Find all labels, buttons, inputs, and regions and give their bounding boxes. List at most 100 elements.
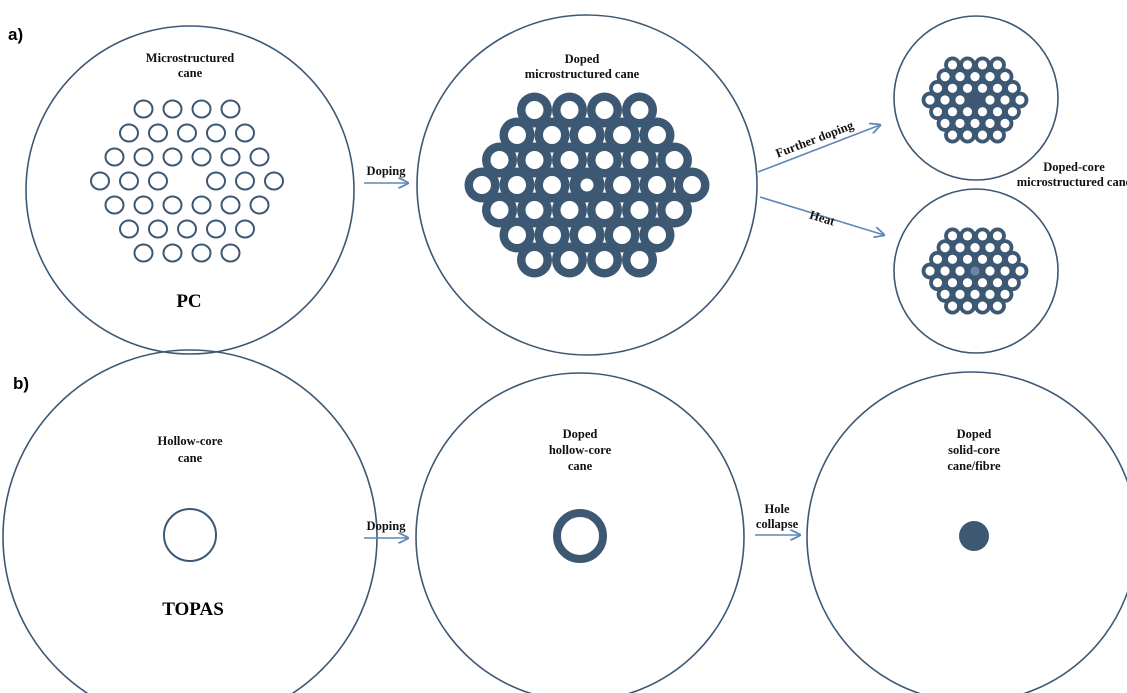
b-cane2-caption-line2: hollow-core xyxy=(549,443,612,457)
air-hole xyxy=(1000,118,1010,128)
cane1-caption-line2: cane xyxy=(178,66,203,80)
b-cane3-caption-line3: cane/fibre xyxy=(947,459,1001,473)
air-hole xyxy=(1007,107,1018,117)
air-hole xyxy=(1015,95,1025,105)
air-hole xyxy=(932,278,943,288)
air-hole xyxy=(595,201,614,219)
air-hole xyxy=(177,219,197,239)
air-hole xyxy=(947,278,958,288)
air-hole xyxy=(992,107,1003,117)
panel-b-label: b) xyxy=(13,374,29,393)
hollow-core-hole xyxy=(580,178,594,192)
air-hole xyxy=(947,83,958,93)
air-hole xyxy=(162,99,183,119)
air-hole xyxy=(992,83,1003,93)
b-cane2-caption-line1: Doped xyxy=(563,427,598,441)
air-hole xyxy=(630,201,649,219)
air-hole xyxy=(683,176,701,194)
air-hole xyxy=(1015,266,1025,276)
air-hole xyxy=(977,254,988,264)
air-hole xyxy=(235,171,255,191)
air-hole xyxy=(162,195,183,215)
air-hole xyxy=(508,176,526,194)
air-hole xyxy=(148,171,168,191)
air-hole xyxy=(947,107,958,117)
air-hole xyxy=(992,130,1003,140)
b-cane3-caption-line2: solid-core xyxy=(948,443,1000,457)
air-hole xyxy=(955,289,965,299)
air-hole xyxy=(992,60,1003,70)
air-hole xyxy=(985,289,995,299)
air-hole xyxy=(162,147,183,167)
air-hole xyxy=(955,72,965,82)
air-hole xyxy=(947,60,958,70)
air-hole xyxy=(925,95,935,105)
doped-air-hole-lattice xyxy=(464,92,710,278)
air-hole xyxy=(90,171,110,191)
b-cane2-caption-line3: cane xyxy=(568,459,593,473)
b-cane3-caption-line1: Doped xyxy=(957,427,992,441)
cane-outline-doped-hollow-core xyxy=(415,372,745,693)
air-hole xyxy=(133,147,154,167)
air-hole xyxy=(947,254,958,264)
air-hole xyxy=(613,226,631,244)
air-hole xyxy=(962,130,973,140)
air-hole xyxy=(648,176,666,194)
cane2-caption-line1: Doped xyxy=(565,52,600,66)
air-hole xyxy=(543,226,561,244)
air-hole xyxy=(962,231,973,241)
b-cane1-caption-line2: cane xyxy=(178,451,203,465)
air-hole xyxy=(970,289,980,299)
air-hole xyxy=(177,123,197,143)
air-hole xyxy=(992,278,1003,288)
air-hole xyxy=(1007,83,1018,93)
air-hole xyxy=(206,219,226,239)
air-hole xyxy=(977,130,988,140)
arrow-heat-label: Heat xyxy=(808,208,837,229)
doped-core-lattice xyxy=(921,227,1029,315)
air-hole xyxy=(148,219,168,239)
air-hole xyxy=(162,243,183,263)
air-hole xyxy=(473,176,491,194)
further-doped-lattice xyxy=(921,56,1029,144)
air-hole xyxy=(595,251,614,269)
air-hole xyxy=(977,231,988,241)
air-hole xyxy=(970,118,980,128)
air-hole xyxy=(133,195,154,215)
air-hole xyxy=(992,231,1003,241)
air-hole xyxy=(191,243,212,263)
air-hole xyxy=(630,101,649,119)
air-hole xyxy=(630,151,649,169)
air-hole xyxy=(525,201,544,219)
air-hole xyxy=(1000,289,1010,299)
air-hole xyxy=(970,72,980,82)
air-hole xyxy=(220,243,241,263)
air-hole xyxy=(947,231,958,241)
air-hole xyxy=(940,266,950,276)
air-hole xyxy=(220,147,241,167)
air-hole xyxy=(525,151,544,169)
air-hole xyxy=(490,201,509,219)
air-hole xyxy=(962,254,973,264)
air-hole xyxy=(525,101,544,119)
air-hole xyxy=(962,83,973,93)
air-hole xyxy=(955,243,965,253)
air-hole xyxy=(630,251,649,269)
doped-solid-core xyxy=(959,521,989,551)
air-hole xyxy=(104,147,125,167)
air-hole xyxy=(1007,254,1018,264)
air-hole xyxy=(133,99,154,119)
air-hole xyxy=(962,60,973,70)
air-hole xyxy=(648,226,666,244)
air-hole xyxy=(1000,243,1010,253)
air-hole xyxy=(148,123,168,143)
air-hole xyxy=(665,201,684,219)
air-hole xyxy=(977,278,988,288)
air-hole xyxy=(595,101,614,119)
arrow-hole-collapse-line1: Hole xyxy=(765,502,790,516)
air-hole xyxy=(560,151,579,169)
air-hole xyxy=(985,243,995,253)
arrow-doping-a-label: Doping xyxy=(367,164,407,178)
air-hole xyxy=(508,126,526,144)
arrow-doping-b-label: Doping xyxy=(367,519,407,533)
